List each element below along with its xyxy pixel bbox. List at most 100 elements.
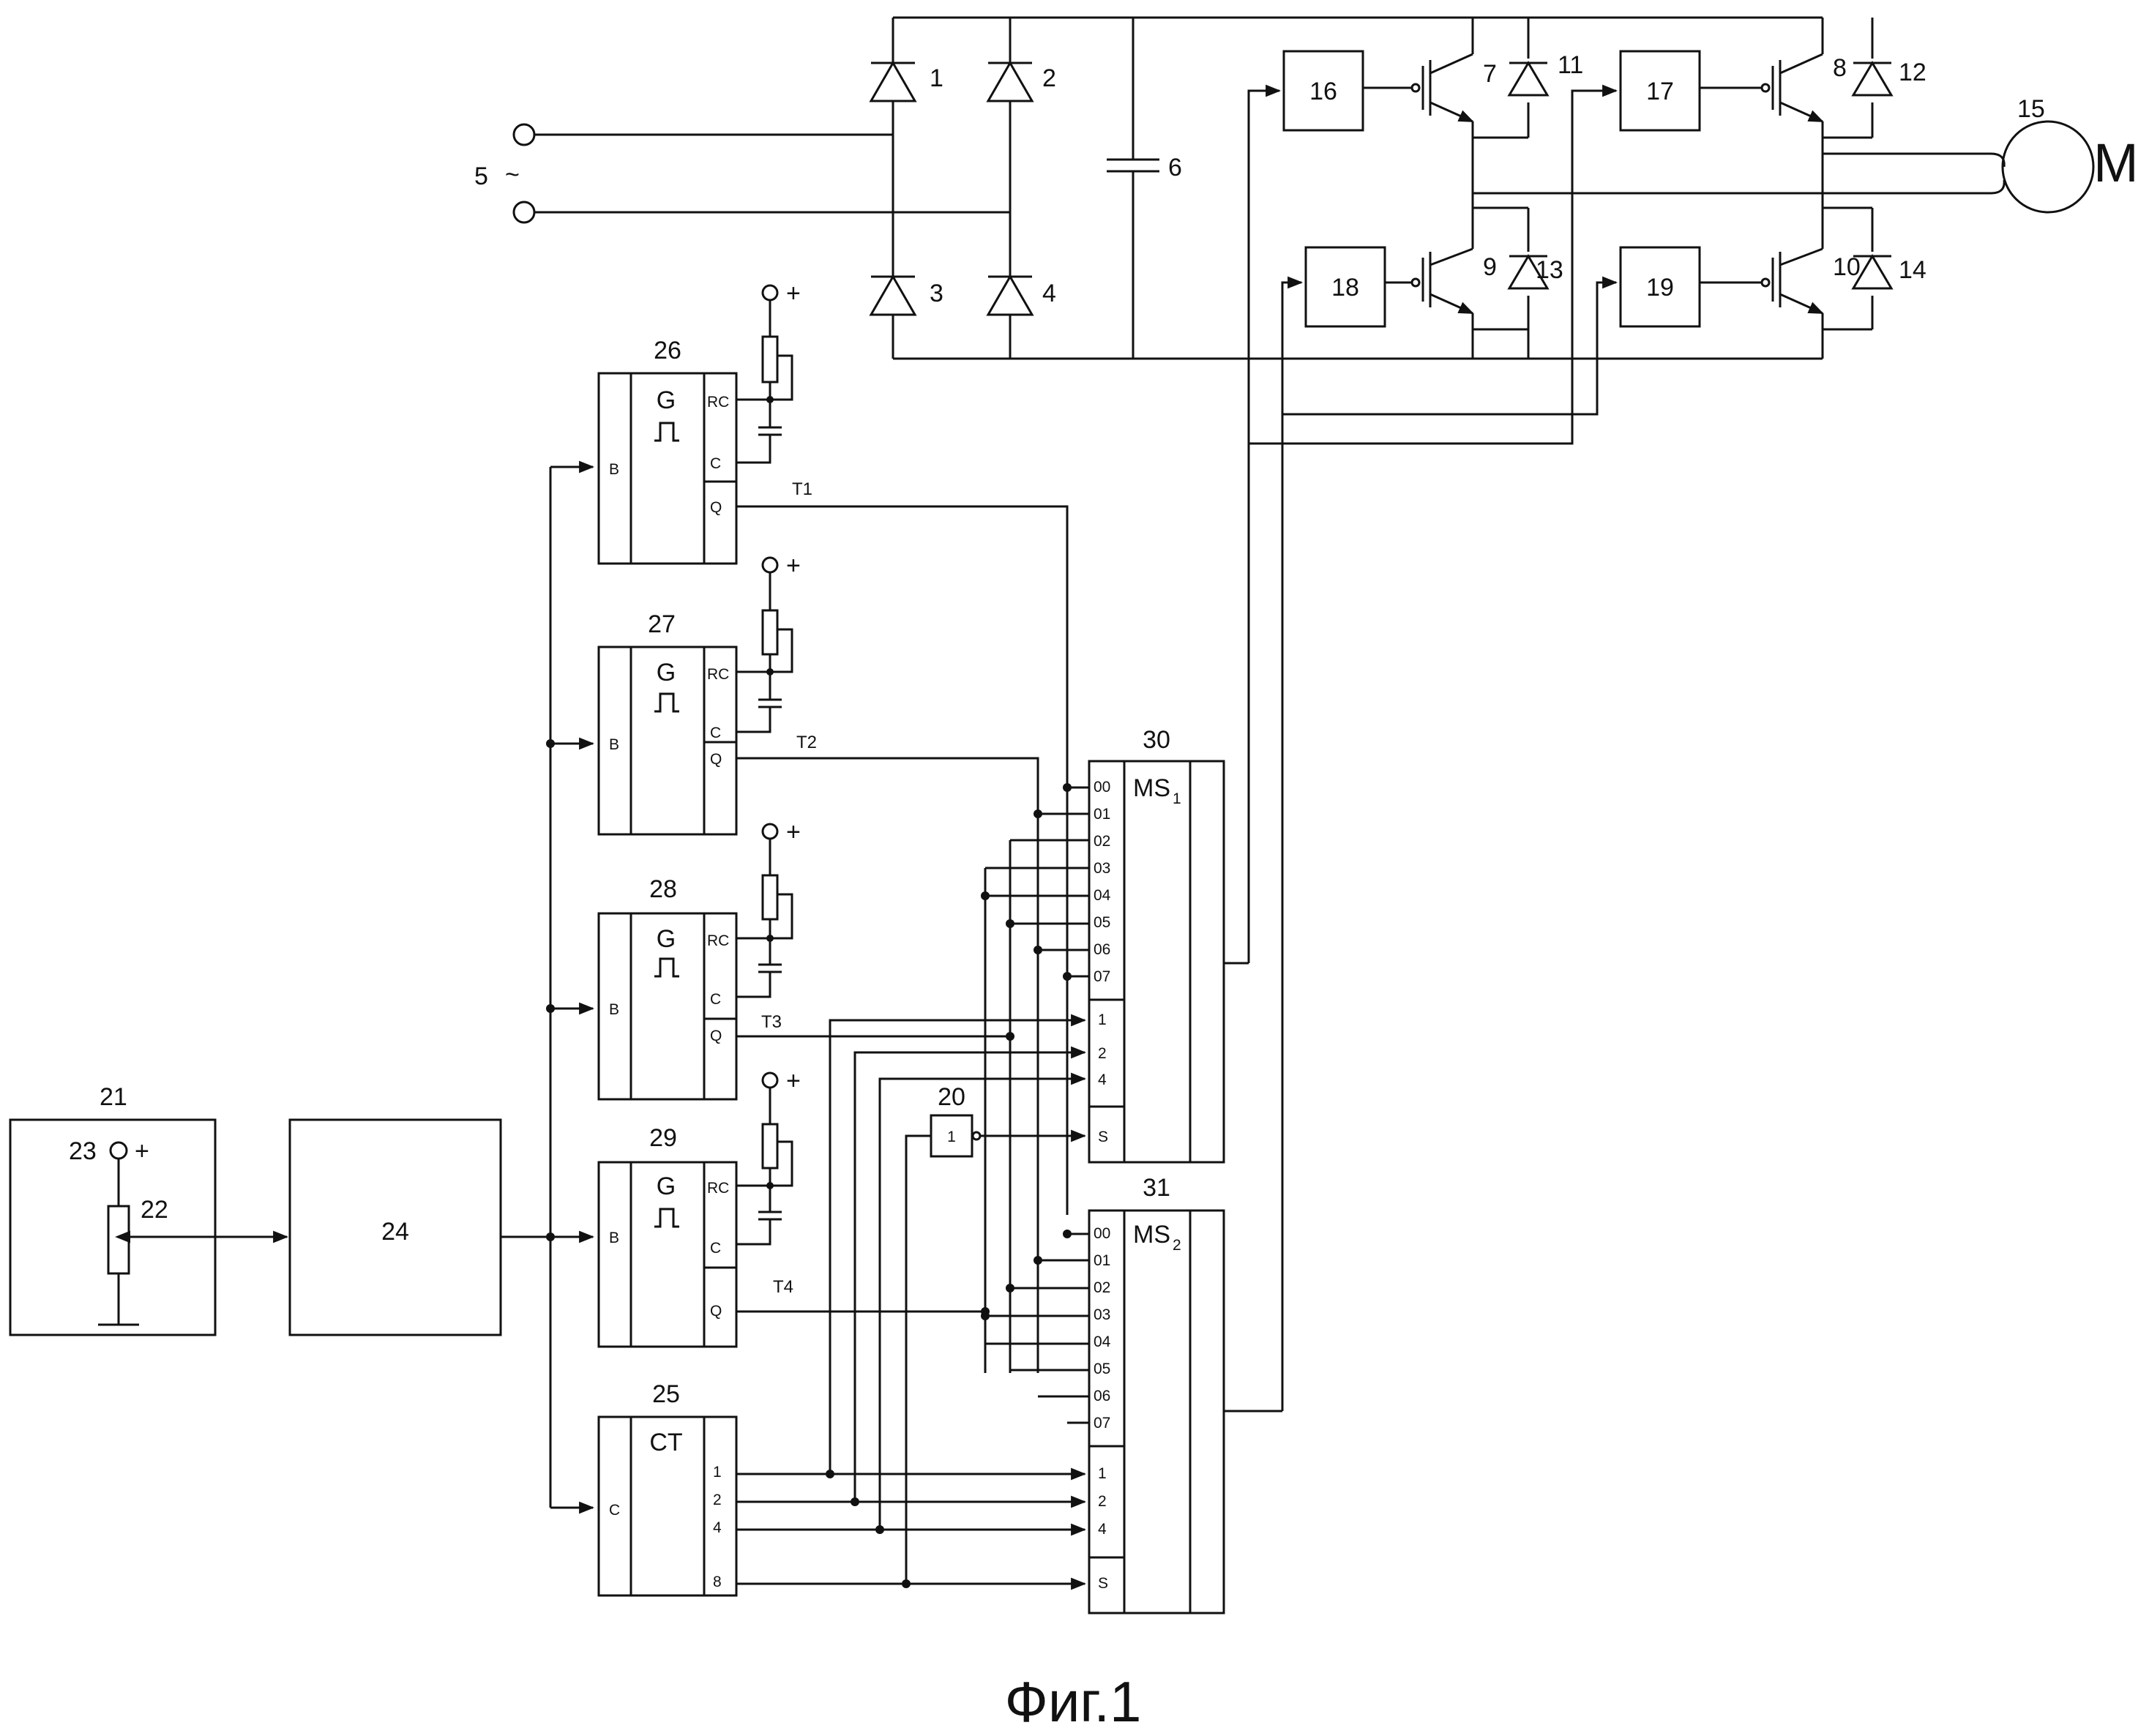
label-block-21: 21 bbox=[100, 1083, 127, 1111]
pin-b: B bbox=[609, 461, 619, 478]
label-source: 5 bbox=[474, 162, 488, 190]
control-section: 21 23 + 22 24 G B RC bbox=[9, 280, 1282, 1615]
ms2-addr-pin-4: 4 bbox=[1098, 1521, 1107, 1538]
rc-network-28: + bbox=[736, 818, 801, 998]
pin-b: B bbox=[609, 736, 619, 753]
mux-title-2: MS bbox=[1133, 1221, 1170, 1249]
ct-out-4: 4 bbox=[713, 1519, 722, 1536]
pin-c: C bbox=[710, 1240, 721, 1257]
label-potentiometer-22: 22 bbox=[141, 1196, 168, 1224]
label-mux-30: 30 bbox=[1143, 726, 1170, 754]
ms2-data-pin-00: 00 bbox=[1094, 1225, 1110, 1242]
label-driver-18: 18 bbox=[1331, 274, 1359, 302]
plus-sign: + bbox=[786, 280, 801, 307]
mux-subscript-1: 1 bbox=[1173, 790, 1181, 807]
ms2-data-pin-02: 02 bbox=[1094, 1279, 1110, 1296]
rectifier-diode-4 bbox=[986, 274, 1034, 316]
inverter-symbol: 1 bbox=[947, 1129, 956, 1145]
igbt-transistor-7 bbox=[1410, 53, 1474, 138]
ms1-addr-pin-2: 2 bbox=[1098, 1045, 1107, 1062]
label-diode-3: 3 bbox=[930, 280, 943, 307]
potentiometer-22 bbox=[107, 1205, 130, 1275]
ac-symbol: ~ bbox=[505, 161, 520, 189]
label-diode-11: 11 bbox=[1558, 51, 1583, 79]
plus-sign: + bbox=[786, 552, 801, 580]
ms1-data-pin-06: 06 bbox=[1094, 941, 1110, 958]
rc-network-27: + bbox=[736, 552, 801, 733]
pin-c: C bbox=[710, 725, 721, 741]
rectifier-diode-3 bbox=[869, 274, 917, 316]
mux-title-1: MS bbox=[1133, 774, 1170, 802]
ms2-addr-pin-1: 1 bbox=[1098, 1465, 1107, 1482]
freewheel-diode-11 bbox=[1507, 61, 1550, 97]
label-inverter-20: 20 bbox=[938, 1083, 965, 1111]
multiplexer-31: MS 2 bbox=[1088, 1209, 1225, 1615]
plus-sign: + bbox=[786, 818, 801, 846]
label-generator-29: 29 bbox=[649, 1124, 677, 1152]
label-transistor-10: 10 bbox=[1833, 253, 1861, 281]
label-transistor-7: 7 bbox=[1483, 60, 1497, 88]
label-generator-26: 26 bbox=[654, 337, 681, 364]
pin-c: C bbox=[710, 455, 721, 472]
igbt-transistor-8 bbox=[1760, 53, 1824, 138]
motor-letter: M bbox=[2093, 132, 2139, 193]
label-diode-12: 12 bbox=[1899, 59, 1926, 86]
label-transistor-9: 9 bbox=[1483, 253, 1497, 281]
pin-b: B bbox=[609, 1001, 619, 1018]
ac-terminal-bottom bbox=[512, 201, 536, 224]
pin-rc: RC bbox=[707, 666, 729, 683]
ms1-strobe-pin: S bbox=[1098, 1129, 1108, 1145]
pin-rc: RC bbox=[707, 394, 729, 411]
label-diode-13: 13 bbox=[1536, 256, 1563, 284]
driver-block-18 bbox=[1304, 246, 1386, 328]
label-generator-28: 28 bbox=[649, 875, 677, 903]
ms2-data-pin-04: 04 bbox=[1094, 1333, 1111, 1350]
generator-symbol: G bbox=[657, 1172, 676, 1200]
pin-c: C bbox=[710, 991, 721, 1008]
ms2-strobe-pin: S bbox=[1098, 1575, 1108, 1592]
ms2-data-pin-05: 05 bbox=[1094, 1361, 1110, 1377]
pin-rc: RC bbox=[707, 932, 729, 949]
freewheel-diode-12 bbox=[1851, 61, 1894, 97]
plus-sign: + bbox=[786, 1067, 801, 1095]
signal-t3: T3 bbox=[761, 1012, 782, 1032]
ms1-data-pin-07: 07 bbox=[1094, 968, 1110, 985]
power-section: 5 ~ 1 2 3 4 6 bbox=[474, 16, 2139, 1411]
plus-sign-23: + bbox=[135, 1137, 149, 1165]
label-transistor-8: 8 bbox=[1833, 54, 1847, 82]
ms2-data-pin-03: 03 bbox=[1094, 1306, 1110, 1323]
counter-25: CT C 1 2 4 8 bbox=[597, 1415, 738, 1597]
igbt-transistor-9 bbox=[1410, 247, 1474, 329]
rectifier-diode-1 bbox=[869, 60, 917, 102]
ms1-data-pin-01: 01 bbox=[1094, 806, 1110, 823]
label-driver-17: 17 bbox=[1646, 78, 1674, 105]
ms1-data-pin-05: 05 bbox=[1094, 914, 1110, 931]
pulse-generator-28: G B RC C Q bbox=[597, 912, 738, 1101]
igbt-transistor-10 bbox=[1760, 247, 1824, 329]
ms2-data-pin-07: 07 bbox=[1094, 1415, 1110, 1432]
ms1-addr-pin-1: 1 bbox=[1098, 1011, 1107, 1028]
pin-q: Q bbox=[710, 1303, 722, 1320]
label-motor: 15 bbox=[2017, 95, 2045, 123]
label-counter-25: 25 bbox=[652, 1380, 680, 1408]
pin-b: B bbox=[609, 1230, 619, 1246]
signal-t1: T1 bbox=[792, 479, 812, 499]
inverter-20 bbox=[930, 1114, 973, 1158]
pin-rc: RC bbox=[707, 1180, 729, 1197]
driver-block-19 bbox=[1619, 246, 1701, 328]
ms2-data-pin-01: 01 bbox=[1094, 1252, 1110, 1269]
ct-out-2: 2 bbox=[713, 1492, 722, 1508]
ct-out-1: 1 bbox=[713, 1464, 722, 1481]
mux-subscript-2: 2 bbox=[1173, 1237, 1181, 1254]
generator-symbol: G bbox=[657, 659, 676, 686]
label-mux-31: 31 bbox=[1143, 1174, 1170, 1202]
label-block-24: 24 bbox=[381, 1218, 409, 1246]
pin-q: Q bbox=[710, 1028, 722, 1044]
label-driver-16: 16 bbox=[1309, 78, 1337, 105]
pin-q: Q bbox=[710, 751, 722, 768]
label-generator-27: 27 bbox=[648, 610, 676, 638]
label-diode-2: 2 bbox=[1042, 64, 1056, 92]
label-diode-1: 1 bbox=[930, 64, 943, 92]
